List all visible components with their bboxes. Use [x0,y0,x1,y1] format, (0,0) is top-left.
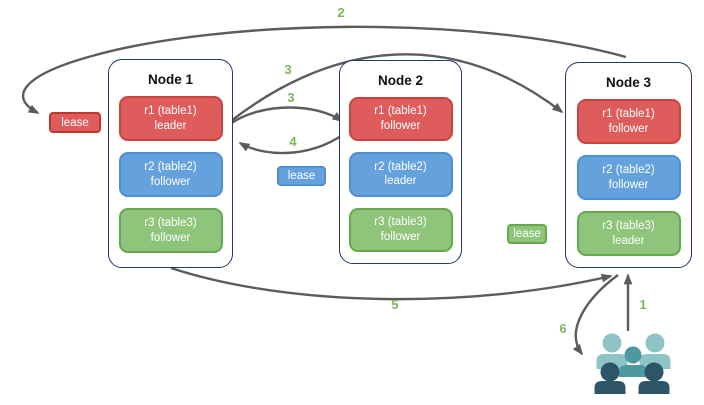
replica-label: r2 (table2) [602,163,655,176]
replica-label: r3 (table3) [144,216,197,229]
step-label-1: 1 [639,297,647,312]
arrow-5-node1-to-node3 [170,266,613,301]
replica-label: r1 (table1) [374,105,427,118]
step-label-5: 5 [391,297,399,312]
node-1-replica-r2: r2 (table2) follower [118,152,223,197]
node-1-replica-r1: r1 (table1) leader [118,96,223,141]
node-3: Node 3 r1 (table1) follower r2 (table2) … [565,62,692,268]
node-2-title: Node 2 [377,73,423,88]
node-1: Node 1 r1 (table1) leader r2 (table2) fo… [108,59,233,268]
node-2: Node 2 r1 (table1) follower r2 (table2) … [339,60,462,264]
arrow-2-lease-transfer [21,25,627,115]
lease-tag-red: lease [49,112,101,133]
replica-role: follower [380,120,421,133]
lease-tag-blue: lease [277,166,326,186]
node-3-title: Node 3 [605,75,651,90]
step-label-3a: 3 [284,62,292,77]
node-2-replica-r2: r2 (table2) leader [348,152,453,197]
replica-role: follower [150,231,191,244]
replica-role: leader [384,175,417,188]
replica-label: r3 (table3) [602,219,655,232]
replica-role: leader [612,234,645,247]
arrow-3-replicate-to-node3 [230,53,564,122]
arrow-6-response-to-users [572,274,619,356]
replica-label: r3 (table3) [374,215,427,228]
node-2-replica-r1: r1 (table1) follower [348,97,453,142]
step-label-3b: 3 [287,90,295,105]
replica-role: follower [380,230,421,243]
replica-role: follower [608,122,649,135]
step-label-6: 6 [559,321,567,336]
replica-label: r1 (table1) [602,107,655,120]
node-3-replica-r2: r2 (table2) follower [576,155,681,200]
step-label-4: 4 [289,134,297,149]
step-label-2: 2 [337,5,345,20]
replica-role: follower [608,178,649,191]
users-icon [594,333,671,394]
arrow-3-replicate-to-node2 [229,106,344,125]
replica-label: r2 (table2) [374,160,427,173]
replica-role: leader [154,119,187,132]
node-1-replica-r3: r3 (table3) follower [118,208,223,253]
arrow-4-ack-to-leader [238,128,351,155]
lease-tag-green: lease [507,224,547,244]
replica-label: r1 (table1) [144,104,197,117]
node-3-replica-r1: r1 (table1) follower [576,99,681,144]
replica-role: follower [150,175,191,188]
node-1-title: Node 1 [147,72,193,87]
node-3-replica-r3: r3 (table3) leader [576,211,681,256]
replica-label: r2 (table2) [144,160,197,173]
node-2-replica-r3: r3 (table3) follower [348,207,453,252]
